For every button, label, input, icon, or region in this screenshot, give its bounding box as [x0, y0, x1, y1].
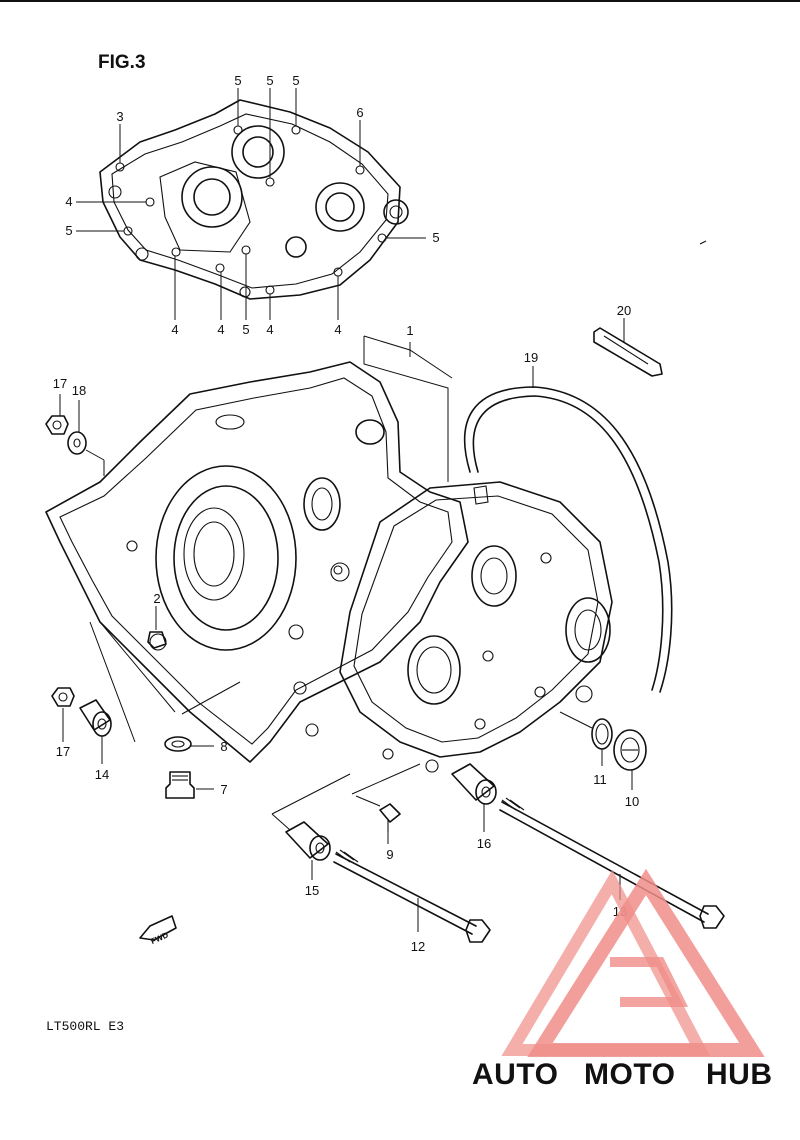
callout-5a: 5 — [234, 73, 241, 88]
stud-bolt-part-12: 12 — [333, 849, 491, 954]
callout-4e: 4 — [334, 322, 341, 337]
callout-18: 18 — [72, 383, 86, 398]
model-code: LT500RL E3 — [46, 1019, 124, 1034]
watermark-mark-icon — [610, 957, 689, 1007]
bushing-part-16: 16 — [451, 763, 497, 851]
oring-cap-parts-11-10: 11 10 — [559, 711, 647, 809]
callout-4a: 4 — [65, 194, 72, 209]
callout-10: 10 — [625, 794, 639, 809]
crankcase-assembly-part-1: 1 — [45, 323, 613, 773]
watermark-auto: AUTO — [472, 1058, 558, 1091]
callout-4d: 4 — [266, 322, 273, 337]
callout-19: 19 — [524, 350, 538, 365]
crankcase-half-inset: 5 5 5 3 6 4 5 5 4 4 5 4 4 — [65, 73, 439, 337]
callout-5d: 5 — [65, 223, 72, 238]
callout-7: 7 — [220, 782, 227, 797]
callout-6: 6 — [356, 105, 363, 120]
callout-2: 2 — [153, 591, 160, 606]
callout-17-upper: 17 — [53, 376, 67, 391]
callout-16: 16 — [477, 836, 491, 851]
stray-mark — [699, 240, 707, 245]
callout-1: 1 — [406, 323, 413, 338]
callout-8: 8 — [220, 739, 227, 754]
callout-5f: 5 — [242, 322, 249, 337]
callout-12: 12 — [411, 939, 425, 954]
nut-bushing-lower-left: 17 14 — [51, 621, 176, 782]
fwd-arrow-icon: FWD — [139, 915, 177, 946]
fwd-label: FWD — [149, 930, 170, 946]
callout-3: 3 — [116, 109, 123, 124]
clamp-part-20: 20 — [593, 303, 663, 377]
callout-17-lower: 17 — [56, 744, 70, 759]
callout-5e: 5 — [432, 230, 439, 245]
callout-4b: 4 — [171, 322, 178, 337]
bushing-part-15: 15 — [271, 773, 351, 898]
breather-hose-part-19: 19 — [463, 350, 673, 693]
callout-5c: 5 — [292, 73, 299, 88]
dowel-pin-part-2: 2 — [147, 591, 167, 649]
watermark-moto: MOTO — [584, 1058, 675, 1091]
callout-15: 15 — [305, 883, 319, 898]
figure-label: FIG.3 — [98, 52, 146, 73]
bolt-part-9: 9 — [351, 763, 421, 862]
watermark-hub: HUB — [706, 1058, 773, 1091]
watermark-logo: AUTO MOTO HUB — [472, 868, 773, 1091]
callout-11: 11 — [593, 772, 607, 787]
stud-bolt-part-13: 13 — [499, 797, 725, 929]
callout-20: 20 — [617, 303, 631, 318]
callout-4c: 4 — [217, 322, 224, 337]
callout-9: 9 — [386, 847, 393, 862]
drain-plug-part-7: 7 — [165, 771, 228, 799]
callout-5b: 5 — [266, 73, 273, 88]
gasket-part-8: 8 — [164, 681, 241, 754]
callout-14: 14 — [95, 767, 109, 782]
nut-washer-upper: 17 18 — [45, 376, 105, 476]
watermark-triangle-inner-icon — [501, 869, 710, 1056]
